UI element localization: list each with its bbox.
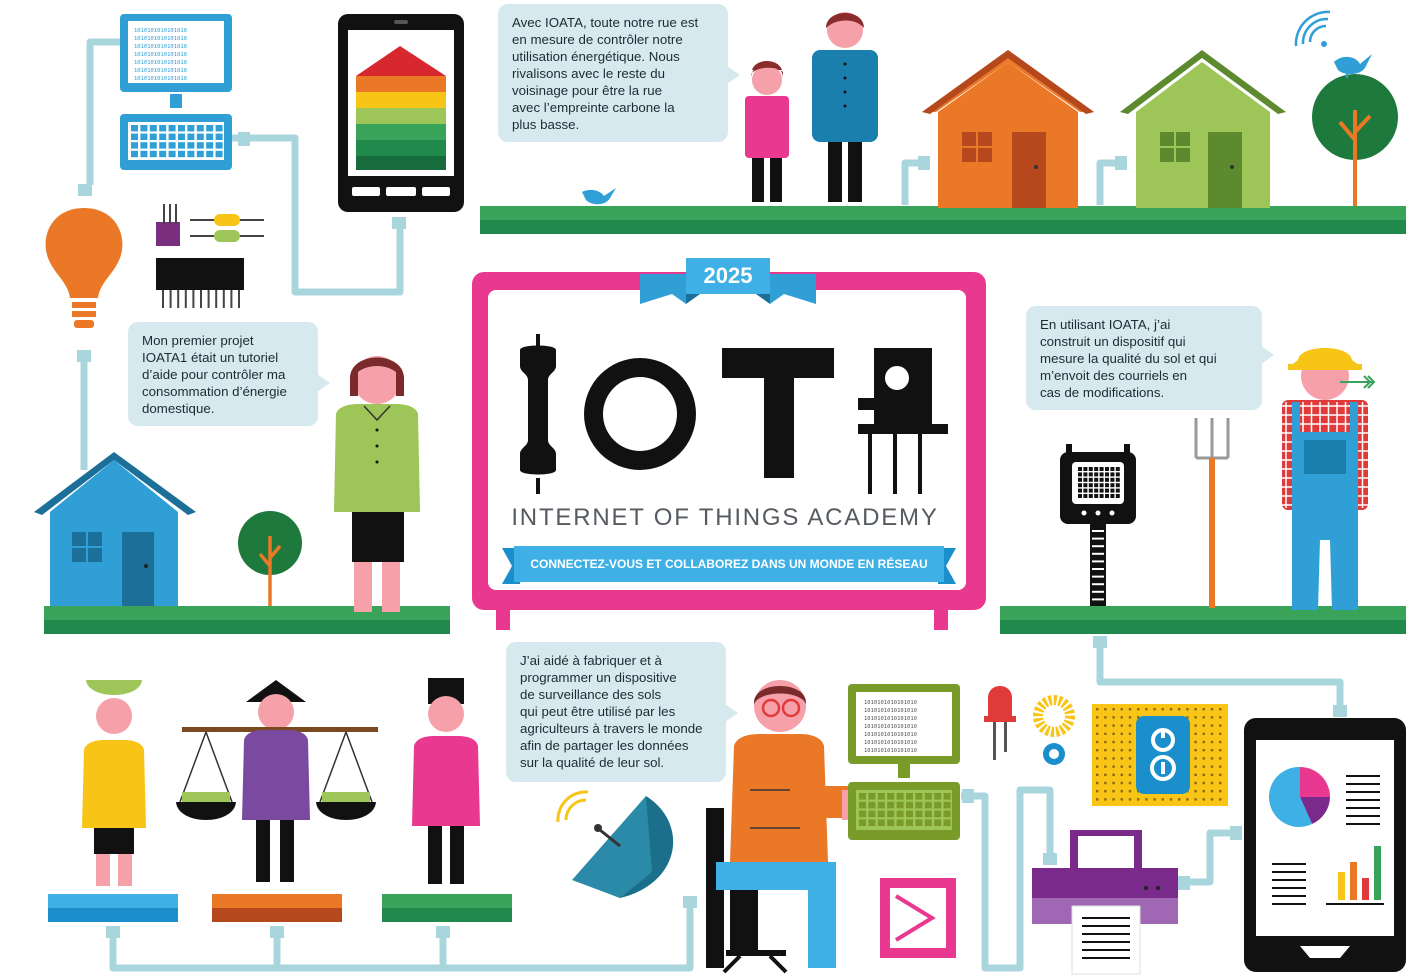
right-ground [1000,606,1406,634]
pitchfork-icon [1194,418,1230,608]
wifi-signal-icon [1294,10,1331,47]
keyboard-icon [120,114,232,170]
energy-tablet-icon [338,14,464,212]
pink-figure [382,678,512,922]
green-house-icon [1120,50,1286,208]
scale-carrier-figure [176,680,378,922]
father-figure [812,12,878,202]
desktop-monitor-icon: 1010101010101010 1010101010101010 101010… [120,14,232,108]
breadboard-icon [1092,704,1228,806]
farmer-figure [1282,348,1376,610]
center-sign [472,272,986,630]
light-bulb-icon [45,208,123,328]
tagline-ribbon [502,546,956,584]
top-street-ground [480,206,1406,234]
speech-bubble-farmer: En utilisant IOATA, j’ai construit un di… [1026,306,1274,410]
left-tree-icon [238,511,302,606]
printer-icon [1032,830,1178,975]
yellow-figure [48,680,178,922]
monitor-binary-text: 1010101010101010 1010101010101010 101010… [134,28,190,82]
green-computer-icon: 1010101010101010 1010101010101010 101010… [848,684,960,840]
year-ribbon [640,258,816,304]
academy-subtitle: INTERNET OF THINGS ACADEMY [511,504,939,531]
girl-figure [745,61,789,202]
left-ground [44,606,450,634]
year-label: 2025 [703,263,753,288]
red-led-icon [984,686,1016,760]
tweet-bird-icon [1334,54,1372,78]
green-monitor-binary-text: 1010101010101010 1010101010101010 101010… [864,700,920,754]
orange-house-icon [922,50,1094,208]
woman-figure [334,356,420,612]
top-right-tree-icon [1312,74,1398,206]
iot-logo [520,334,948,494]
electronic-components-icon [156,204,264,308]
small-bird-icon [582,188,616,205]
speech-bubble-engineer: J’ai aidé à fabriquer et à programmer un… [506,642,738,782]
network-cables [80,38,1344,972]
report-tablet-icon [1244,718,1406,972]
blue-house-icon [34,452,196,606]
satellite-dish-icon [556,790,674,898]
toroid-coil-icon [1033,695,1075,765]
engineer-figure [706,680,856,974]
email-icon [880,878,956,958]
cable-connectors [77,132,1347,938]
speech-bubble-home: Mon premier projet IOATA1 était un tutor… [128,322,330,426]
speech-bubble-street: Avec IOATA, toute notre rue est en mesur… [498,4,740,142]
soil-sensor-icon [1060,444,1136,606]
tagline-label: CONNECTEZ-VOUS ET COLLABOREZ DANS UN MON… [530,557,928,571]
